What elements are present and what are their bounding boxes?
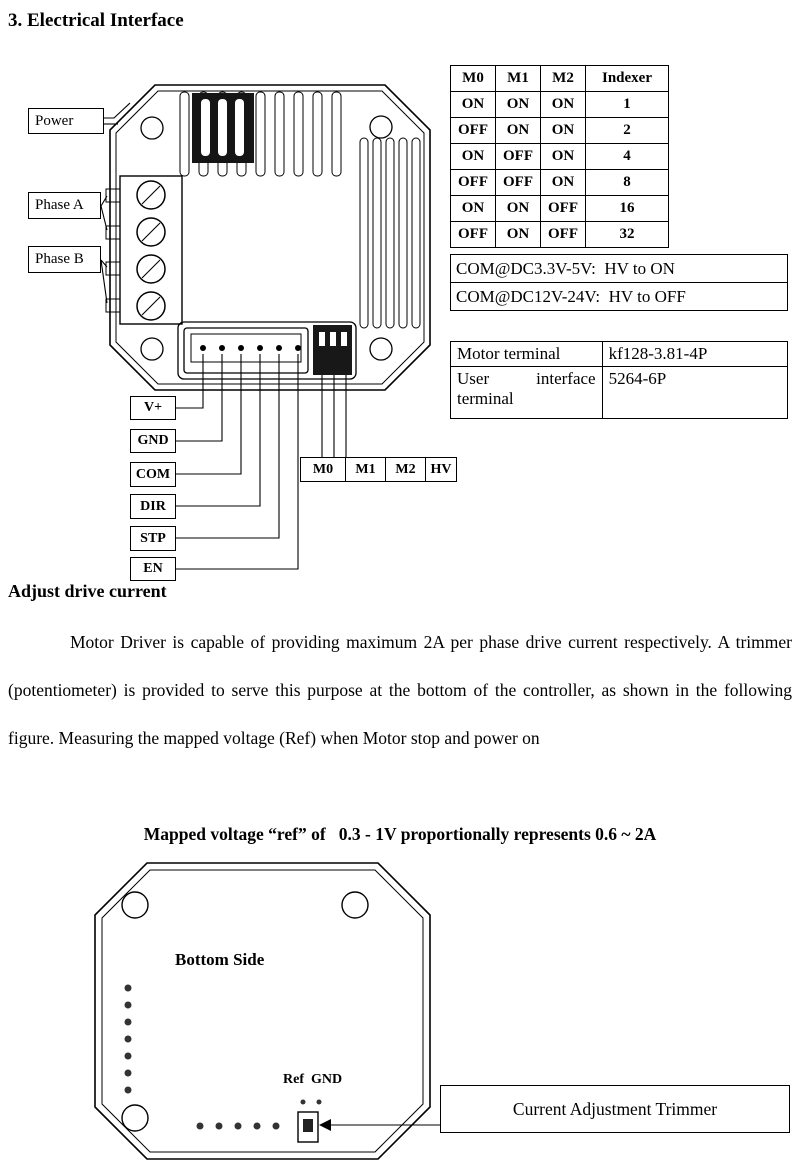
indexer-header-m1: M1 <box>495 65 541 92</box>
com-note-2: COM@DC12V-24V: HV to OFF <box>450 282 788 311</box>
com-note-1: COM@DC3.3V-5V: HV to ON <box>450 254 788 283</box>
indexer-header-m0: M0 <box>450 65 496 92</box>
indexer-header-row: M0 M1 M2 Indexer <box>450 65 669 92</box>
mapped-voltage-note: Mapped voltage “ref” of 0.3 - 1V proport… <box>143 824 657 844</box>
cell: ON <box>540 91 586 118</box>
table-row: ON OFF ON 4 <box>450 143 669 170</box>
cell: OFF <box>540 221 586 248</box>
phase-a-label: Phase A <box>28 192 101 219</box>
current-trimmer-component <box>297 1111 319 1143</box>
terminal-label: Motor terminal <box>450 341 603 367</box>
mode-label-hv: HV <box>425 457 457 482</box>
table-row: COM@DC3.3V-5V: HV to ON <box>450 254 788 283</box>
pin-label-vplus: V+ <box>130 396 176 420</box>
mode-label-m2: M2 <box>385 457 426 482</box>
table-row: ON ON OFF 16 <box>450 195 669 222</box>
com-notes-table: COM@DC3.3V-5V: HV to ON COM@DC12V-24V: H… <box>450 254 788 311</box>
left-test-pads <box>124 984 132 1094</box>
table-row: User interface terminal 5264-6P <box>450 366 789 419</box>
table-row: Motor terminal kf128-3.81-4P <box>450 341 789 367</box>
terminal-table: Motor terminal kf128-3.81-4P User interf… <box>450 341 789 419</box>
terminal-label: User interface terminal <box>450 366 603 419</box>
adjust-drive-current-heading: Adjust drive current <box>8 581 167 601</box>
pin-label-dir: DIR <box>130 494 176 519</box>
driver-top-diagram <box>100 84 431 570</box>
trimmer-pointer-arrow <box>319 1119 440 1131</box>
cell: ON <box>495 221 541 248</box>
cell: ON <box>495 91 541 118</box>
cell: 8 <box>585 169 669 196</box>
cell: OFF <box>450 221 496 248</box>
cell: ON <box>495 117 541 144</box>
power-label: Power <box>28 108 104 134</box>
cell: ON <box>450 195 496 222</box>
indexer-header-m2: M2 <box>540 65 586 92</box>
cell: ON <box>540 169 586 196</box>
cell: ON <box>495 195 541 222</box>
bottom-side-label: Bottom Side <box>175 950 265 969</box>
mode-label-m0: M0 <box>300 457 346 482</box>
cell: ON <box>450 91 496 118</box>
bottom-test-pads <box>196 1122 280 1130</box>
label-pointer-lines <box>100 102 131 304</box>
cell: OFF <box>450 117 496 144</box>
pin-label-stp: STP <box>130 526 176 551</box>
cell: 4 <box>585 143 669 170</box>
cell: OFF <box>450 169 496 196</box>
table-row: OFF ON ON 2 <box>450 117 669 144</box>
indexer-header-indexer: Indexer <box>585 65 669 92</box>
current-adjustment-trimmer-callout: Current Adjustment Trimmer <box>440 1085 790 1133</box>
cell: ON <box>540 117 586 144</box>
screw-terminal-block <box>105 175 183 325</box>
terminal-value: kf128-3.81-4P <box>601 341 789 367</box>
mode-label-m1: M1 <box>345 457 386 482</box>
top-connector-block <box>192 93 254 163</box>
cell: ON <box>540 143 586 170</box>
cell: ON <box>450 143 496 170</box>
terminal-value: 5264-6P <box>601 366 789 419</box>
heatsink-fins-right <box>359 137 421 329</box>
table-row: OFF ON OFF 32 <box>450 221 669 248</box>
ref-gnd-label: Ref GND <box>283 1072 343 1087</box>
mounting-holes <box>140 115 393 361</box>
mode-connector <box>313 325 352 375</box>
table-row: OFF OFF ON 8 <box>450 169 669 196</box>
pin-wiring-lines <box>176 354 347 570</box>
trimmer-callout-text: Current Adjustment Trimmer <box>512 1098 718 1119</box>
bottom-mounting-holes <box>121 891 369 1132</box>
cell: 2 <box>585 117 669 144</box>
user-interface-connector <box>177 321 357 380</box>
driver-bottom-diagram <box>94 862 440 1160</box>
driver-board-outline <box>109 84 431 391</box>
pin-label-en: EN <box>130 557 176 581</box>
body-paragraph: Motor Driver is capable of providing max… <box>8 632 792 748</box>
phase-b-label: Phase B <box>28 246 101 273</box>
bottom-board-outline <box>94 862 431 1160</box>
section-title: 3. Electrical Interface <box>8 10 184 31</box>
cell: 32 <box>585 221 669 248</box>
indexer-table: M0 M1 M2 Indexer ON ON ON 1 OFF ON ON 2 … <box>450 65 669 248</box>
cell: OFF <box>540 195 586 222</box>
ref-gnd-pads <box>300 1099 322 1105</box>
cell: 16 <box>585 195 669 222</box>
cell: OFF <box>495 169 541 196</box>
cell: 1 <box>585 91 669 118</box>
pin-label-gnd: GND <box>130 429 176 453</box>
table-row: ON ON ON 1 <box>450 91 669 118</box>
pin-label-com: COM <box>130 462 176 487</box>
table-row: COM@DC12V-24V: HV to OFF <box>450 282 788 311</box>
cell: OFF <box>495 143 541 170</box>
